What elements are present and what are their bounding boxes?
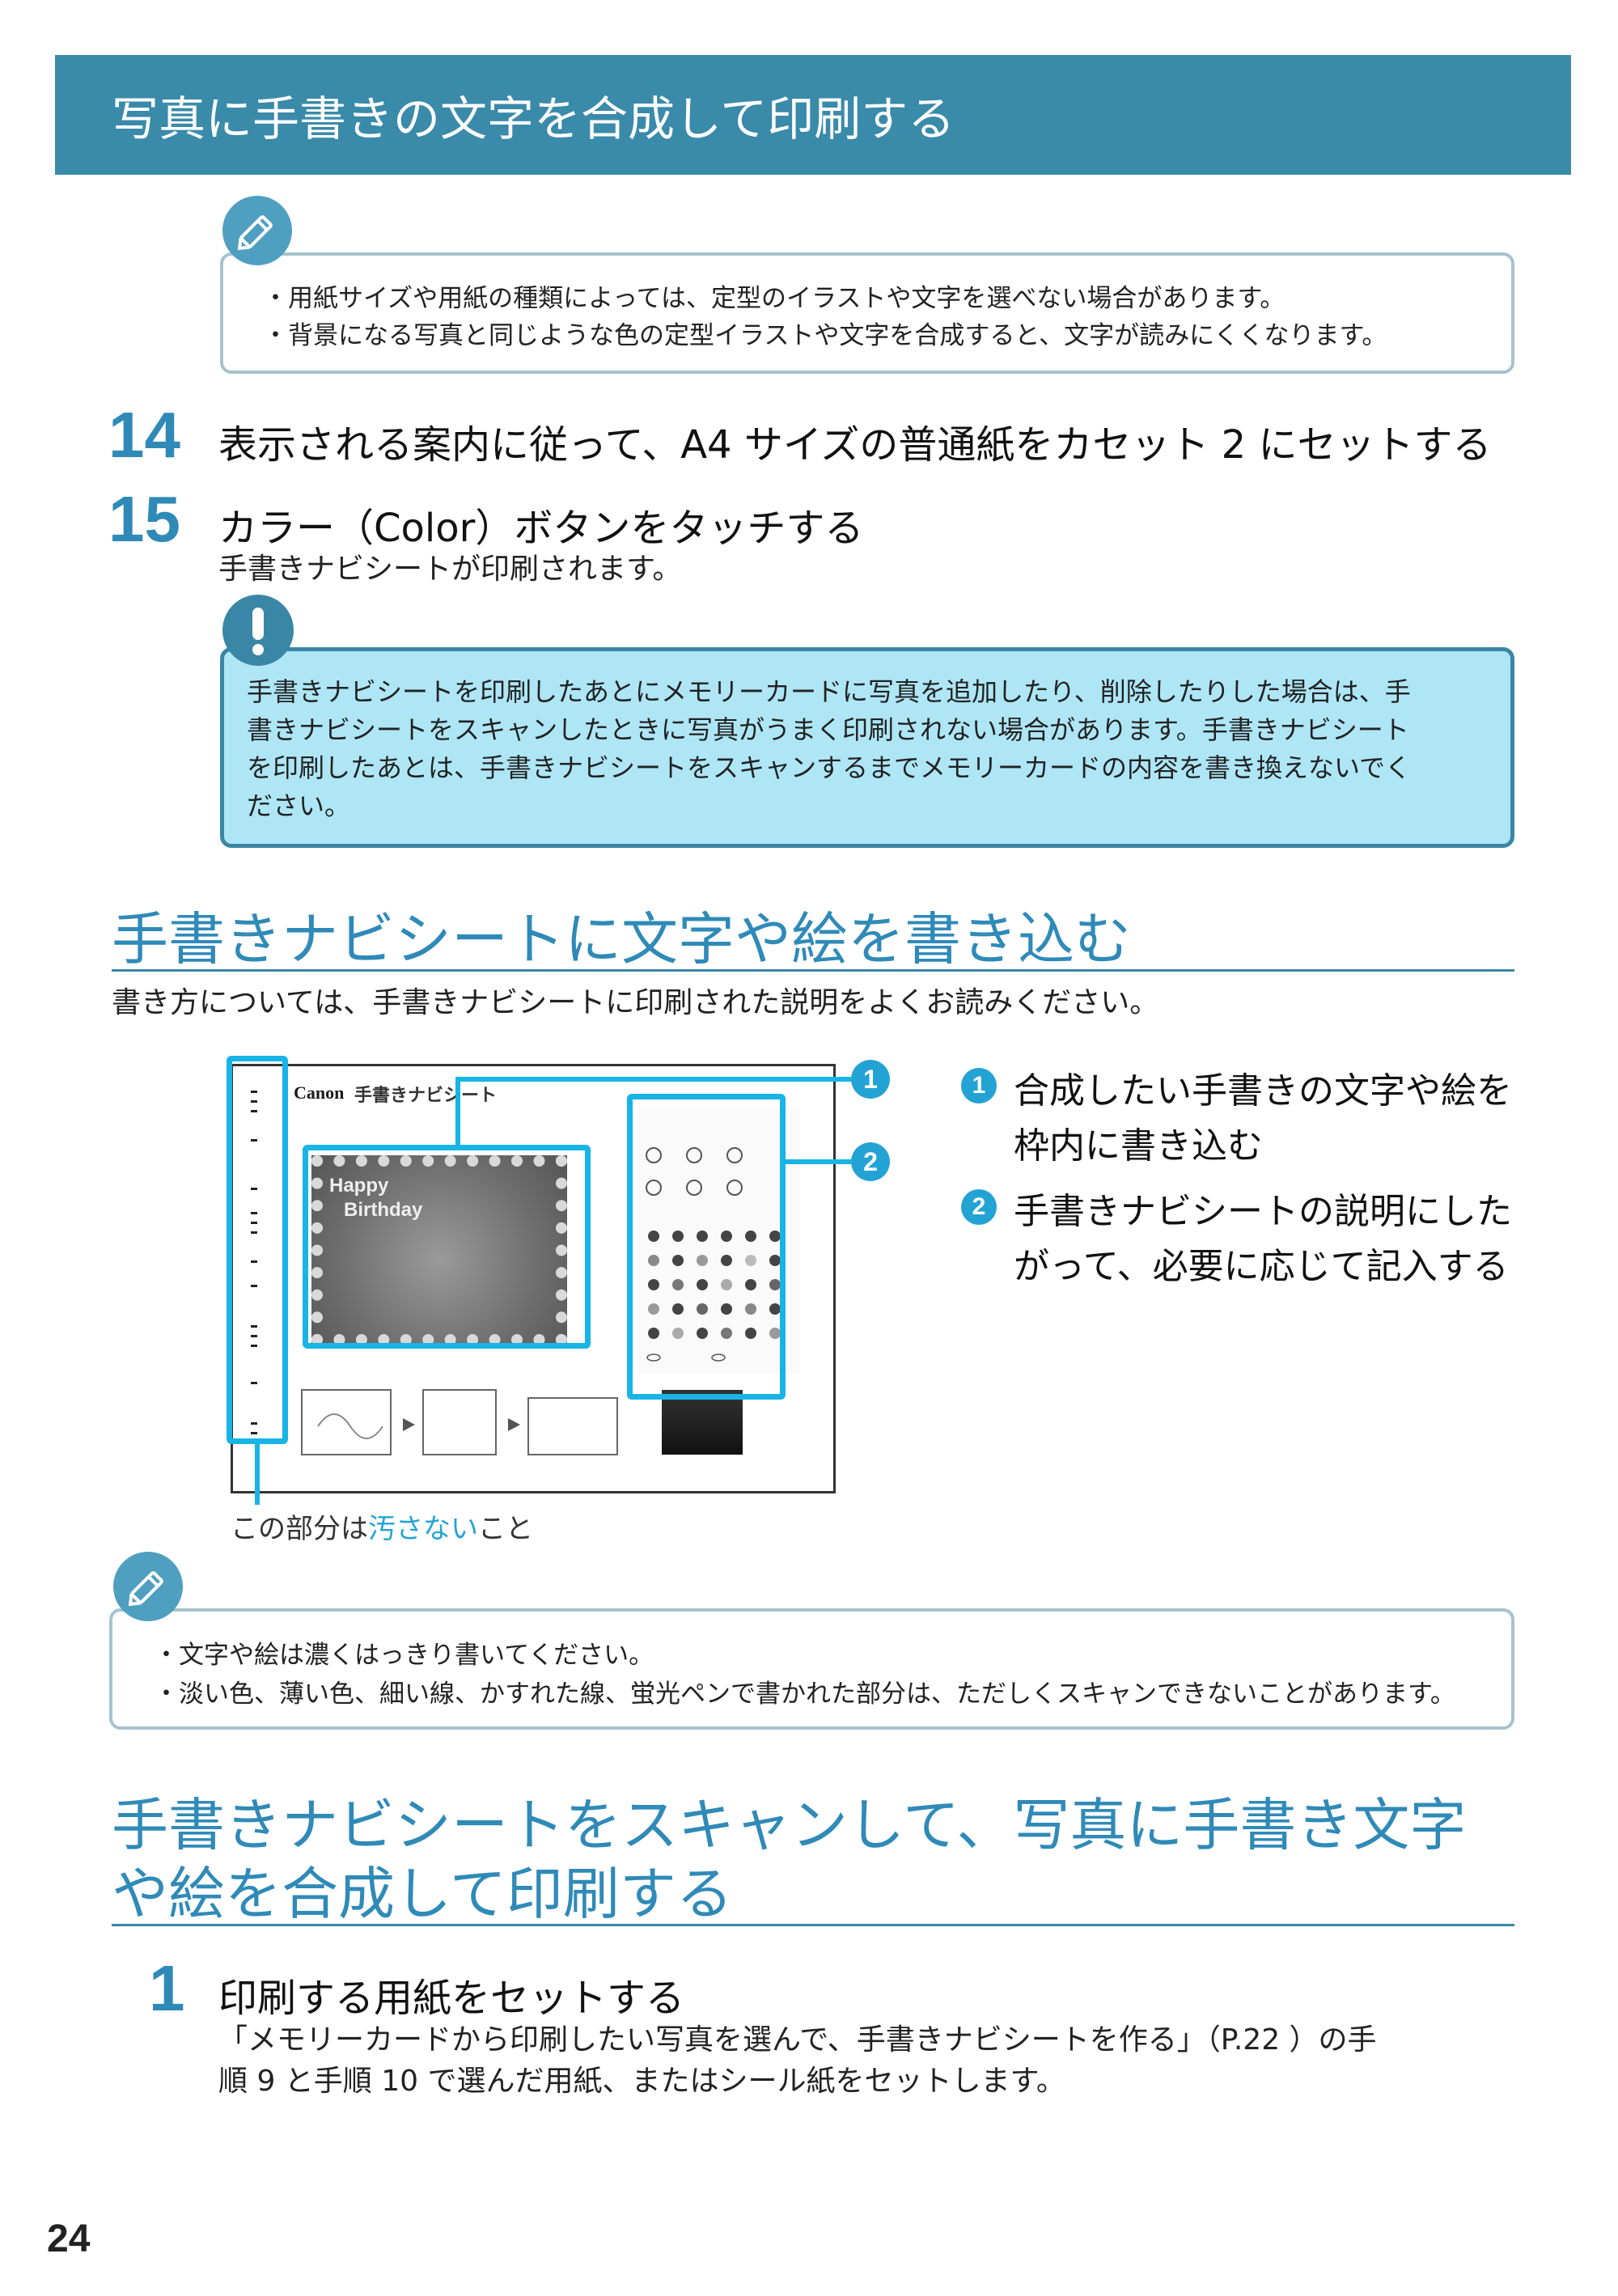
warning-line: を印刷したあとは、手書きナビシートをスキャンするまでメモリーカードの内容を書き換… — [247, 752, 1412, 783]
sheet-title: 手書きナビシート — [354, 1086, 498, 1106]
pencil-icon — [113, 1552, 183, 1621]
step-description: 順 9 と手順 10 で選んだ用紙、またはシール紙をセットします。 — [218, 2065, 1065, 2098]
warning-line: 手書きナビシートを印刷したあとにメモリーカードに写真を追加したり、削除したりした… — [247, 676, 1411, 707]
warning-box — [220, 647, 1514, 848]
photo-border — [311, 1155, 567, 1345]
sheet-photo: Happy Birthday — [311, 1155, 567, 1345]
step-title: 印刷する用紙をセットする — [218, 1976, 685, 2021]
caption-text: こと — [478, 1513, 533, 1545]
step-number: 15 — [108, 483, 180, 555]
header-bar — [55, 55, 1571, 175]
figure-caption: この部分は汚さないこと — [231, 1506, 533, 1546]
exclamation-icon — [222, 595, 294, 666]
page-number: 24 — [47, 2218, 91, 2260]
callout-marker: 2 — [851, 1142, 890, 1181]
step-description: 「メモリーカードから印刷したい写真を選んで、手書きナビシートを作る」（P.22 … — [218, 2023, 1377, 2057]
note-line: ・背景になる写真と同じような色の定型イラストや文字を合成すると、文字が読みにくく… — [263, 321, 1387, 350]
navi-sheet-illustration: Canon 手書きナビシート Happy Birthday — [231, 1064, 836, 1493]
option-panel — [637, 1107, 799, 1374]
note-line: ・淡い色、薄い色、細い線、かすれた線、蛍光ペンで書かれた部分は、ただしくスキャン… — [154, 1680, 1455, 1709]
note-box — [220, 252, 1514, 374]
pencil-icon — [222, 196, 292, 265]
note-box — [109, 1608, 1514, 1730]
caption-text: この部分は — [231, 1513, 368, 1545]
callout-text: 合成したい手書きの文字や絵を — [1014, 1070, 1512, 1112]
section-heading: 手書きナビシートをスキャンして、写真に手書き文字 — [112, 1792, 1467, 1858]
callout-marker: 2 — [961, 1189, 997, 1225]
section-intro: 書き方については、手書きナビシートに印刷された説明をよくお読みください。 — [112, 986, 1159, 1019]
note-line: ・用紙サイズや用紙の種類によっては、定型のイラストや文字を選べない場合があります… — [263, 284, 1286, 313]
step-title: カラー（Color）ボタンをタッチする — [218, 506, 864, 551]
timing-mark-highlight — [227, 1056, 288, 1444]
section-heading: 手書きナビシートに文字や絵を書き込む — [112, 906, 1131, 972]
section-divider — [112, 1924, 1514, 1926]
warning-line: ださい。 — [247, 790, 351, 821]
callout-text: 枠内に書き込む — [1014, 1125, 1263, 1167]
note-line: ・文字や絵は濃くはっきり書いてください。 — [154, 1641, 654, 1670]
section-divider — [112, 969, 1514, 972]
caption-highlight: 汚さない — [368, 1513, 478, 1545]
warning-line: 書きナビシートをスキャンしたときに写真がうまく印刷されない場合があります。手書き… — [247, 714, 1409, 745]
step-description: 手書きナビシートが印刷されます。 — [218, 553, 682, 586]
instruction-strip — [301, 1389, 618, 1455]
photo-text: Happy — [329, 1175, 389, 1197]
step-number: 14 — [108, 399, 180, 471]
option-area-highlight — [627, 1094, 786, 1400]
callout-marker: 1 — [961, 1068, 997, 1104]
step-number: 1 — [149, 1952, 185, 2024]
photo-area-highlight — [303, 1145, 591, 1349]
callout-text: がって、必要に応じて記入する — [1014, 1246, 1509, 1287]
callout-marker: 1 — [851, 1060, 890, 1099]
section-heading: や絵を合成して印刷する — [112, 1861, 733, 1927]
step-title: 表示される案内に従って、A4 サイズの普通紙をカセット 2 にセットする — [218, 422, 1492, 468]
photo-text: Birthday — [344, 1199, 423, 1221]
sheet-brand: Canon — [294, 1082, 345, 1103]
page-title: 写真に手書きの文字を合成して印刷する — [112, 91, 955, 146]
callout-text: 手書きナビシートの説明にした — [1014, 1191, 1512, 1232]
timing-marks — [251, 1091, 257, 1434]
thumbnail-photo — [662, 1390, 743, 1455]
